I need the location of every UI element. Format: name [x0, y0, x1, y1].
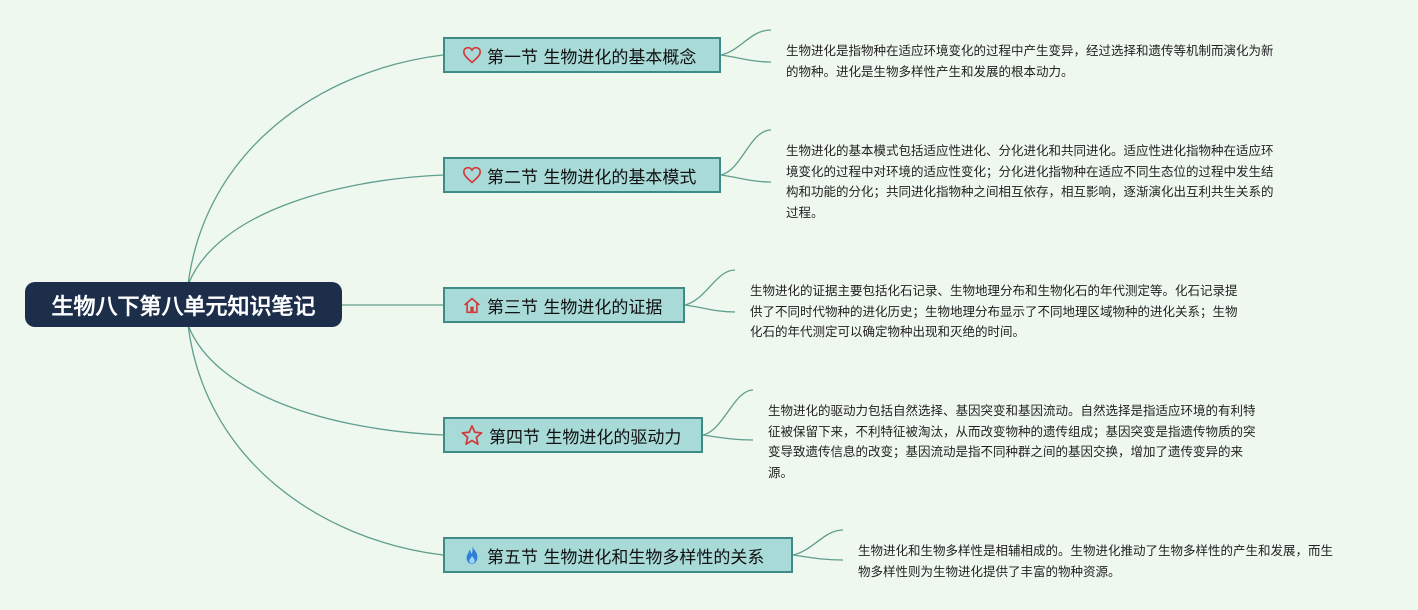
leaf-text: 生物进化是指物种在适应环境变化的过程中产生变异，经过选择和遗传等机制而演化为新的… [786, 43, 1274, 79]
connector-fan-5 [792, 529, 844, 561]
home-icon [461, 294, 483, 316]
star-icon [459, 424, 485, 446]
connector-fan-4 [702, 389, 754, 441]
branch-label: 第三节 生物进化的证据 [487, 297, 663, 318]
leaf-text: 生物进化的证据主要包括化石记录、生物地理分布和生物化石的年代测定等。化石记录提供… [750, 283, 1238, 339]
branch-label: 第二节 生物进化的基本模式 [487, 167, 697, 188]
branch-label: 第一节 生物进化的基本概念 [487, 47, 697, 68]
branch-label: 第五节 生物进化和生物多样性的关系 [487, 547, 765, 568]
leaf-note-section-3: 生物进化的证据主要包括化石记录、生物地理分布和生物化石的年代测定等。化石记录提供… [750, 281, 1242, 343]
connector-root-branch-4 [187, 324, 444, 436]
leaf-text: 生物进化和生物多样性是相辅相成的。生物进化推动了生物多样性的产生和发展，而生物多… [858, 543, 1334, 579]
branch-node-section-5[interactable]: 第五节 生物进化和生物多样性的关系 [443, 537, 793, 573]
heart-icon [461, 164, 483, 186]
leaf-note-section-5: 生物进化和生物多样性是相辅相成的。生物进化推动了生物多样性的产生和发展，而生物多… [858, 541, 1340, 582]
connector-fan-1 [720, 29, 772, 63]
connector-root-branch-5 [187, 324, 444, 556]
leaf-note-section-4: 生物进化的驱动力包括自然选择、基因突变和基因流动。自然选择是指适应环境的有利特征… [768, 401, 1264, 483]
branch-label: 第四节 生物进化的驱动力 [489, 427, 682, 448]
leaf-text: 生物进化的基本模式包括适应性进化、分化进化和共同进化。适应性进化指物种在适应环境… [786, 143, 1274, 220]
heart-icon [461, 44, 483, 66]
branch-node-section-4[interactable]: 第四节 生物进化的驱动力 [443, 417, 703, 453]
root-node[interactable]: 生物八下第八单元知识笔记 [25, 282, 342, 327]
connector-root-branch-1 [187, 54, 444, 286]
root-title: 生物八下第八单元知识笔记 [51, 294, 316, 320]
leaf-note-section-2: 生物进化的基本模式包括适应性进化、分化进化和共同进化。适应性进化指物种在适应环境… [786, 141, 1278, 223]
branch-node-section-1[interactable]: 第一节 生物进化的基本概念 [443, 37, 721, 73]
connector-fan-2 [720, 129, 772, 183]
branch-node-section-3[interactable]: 第三节 生物进化的证据 [443, 287, 685, 323]
leaf-text: 生物进化的驱动力包括自然选择、基因突变和基因流动。自然选择是指适应环境的有利特征… [768, 403, 1256, 480]
connector-root-branch-2 [187, 174, 444, 286]
leaf-note-section-1: 生物进化是指物种在适应环境变化的过程中产生变异，经过选择和遗传等机制而演化为新的… [786, 41, 1278, 82]
connector-fan-3 [684, 269, 736, 313]
flame-icon [461, 544, 483, 566]
branch-node-section-2[interactable]: 第二节 生物进化的基本模式 [443, 157, 721, 193]
